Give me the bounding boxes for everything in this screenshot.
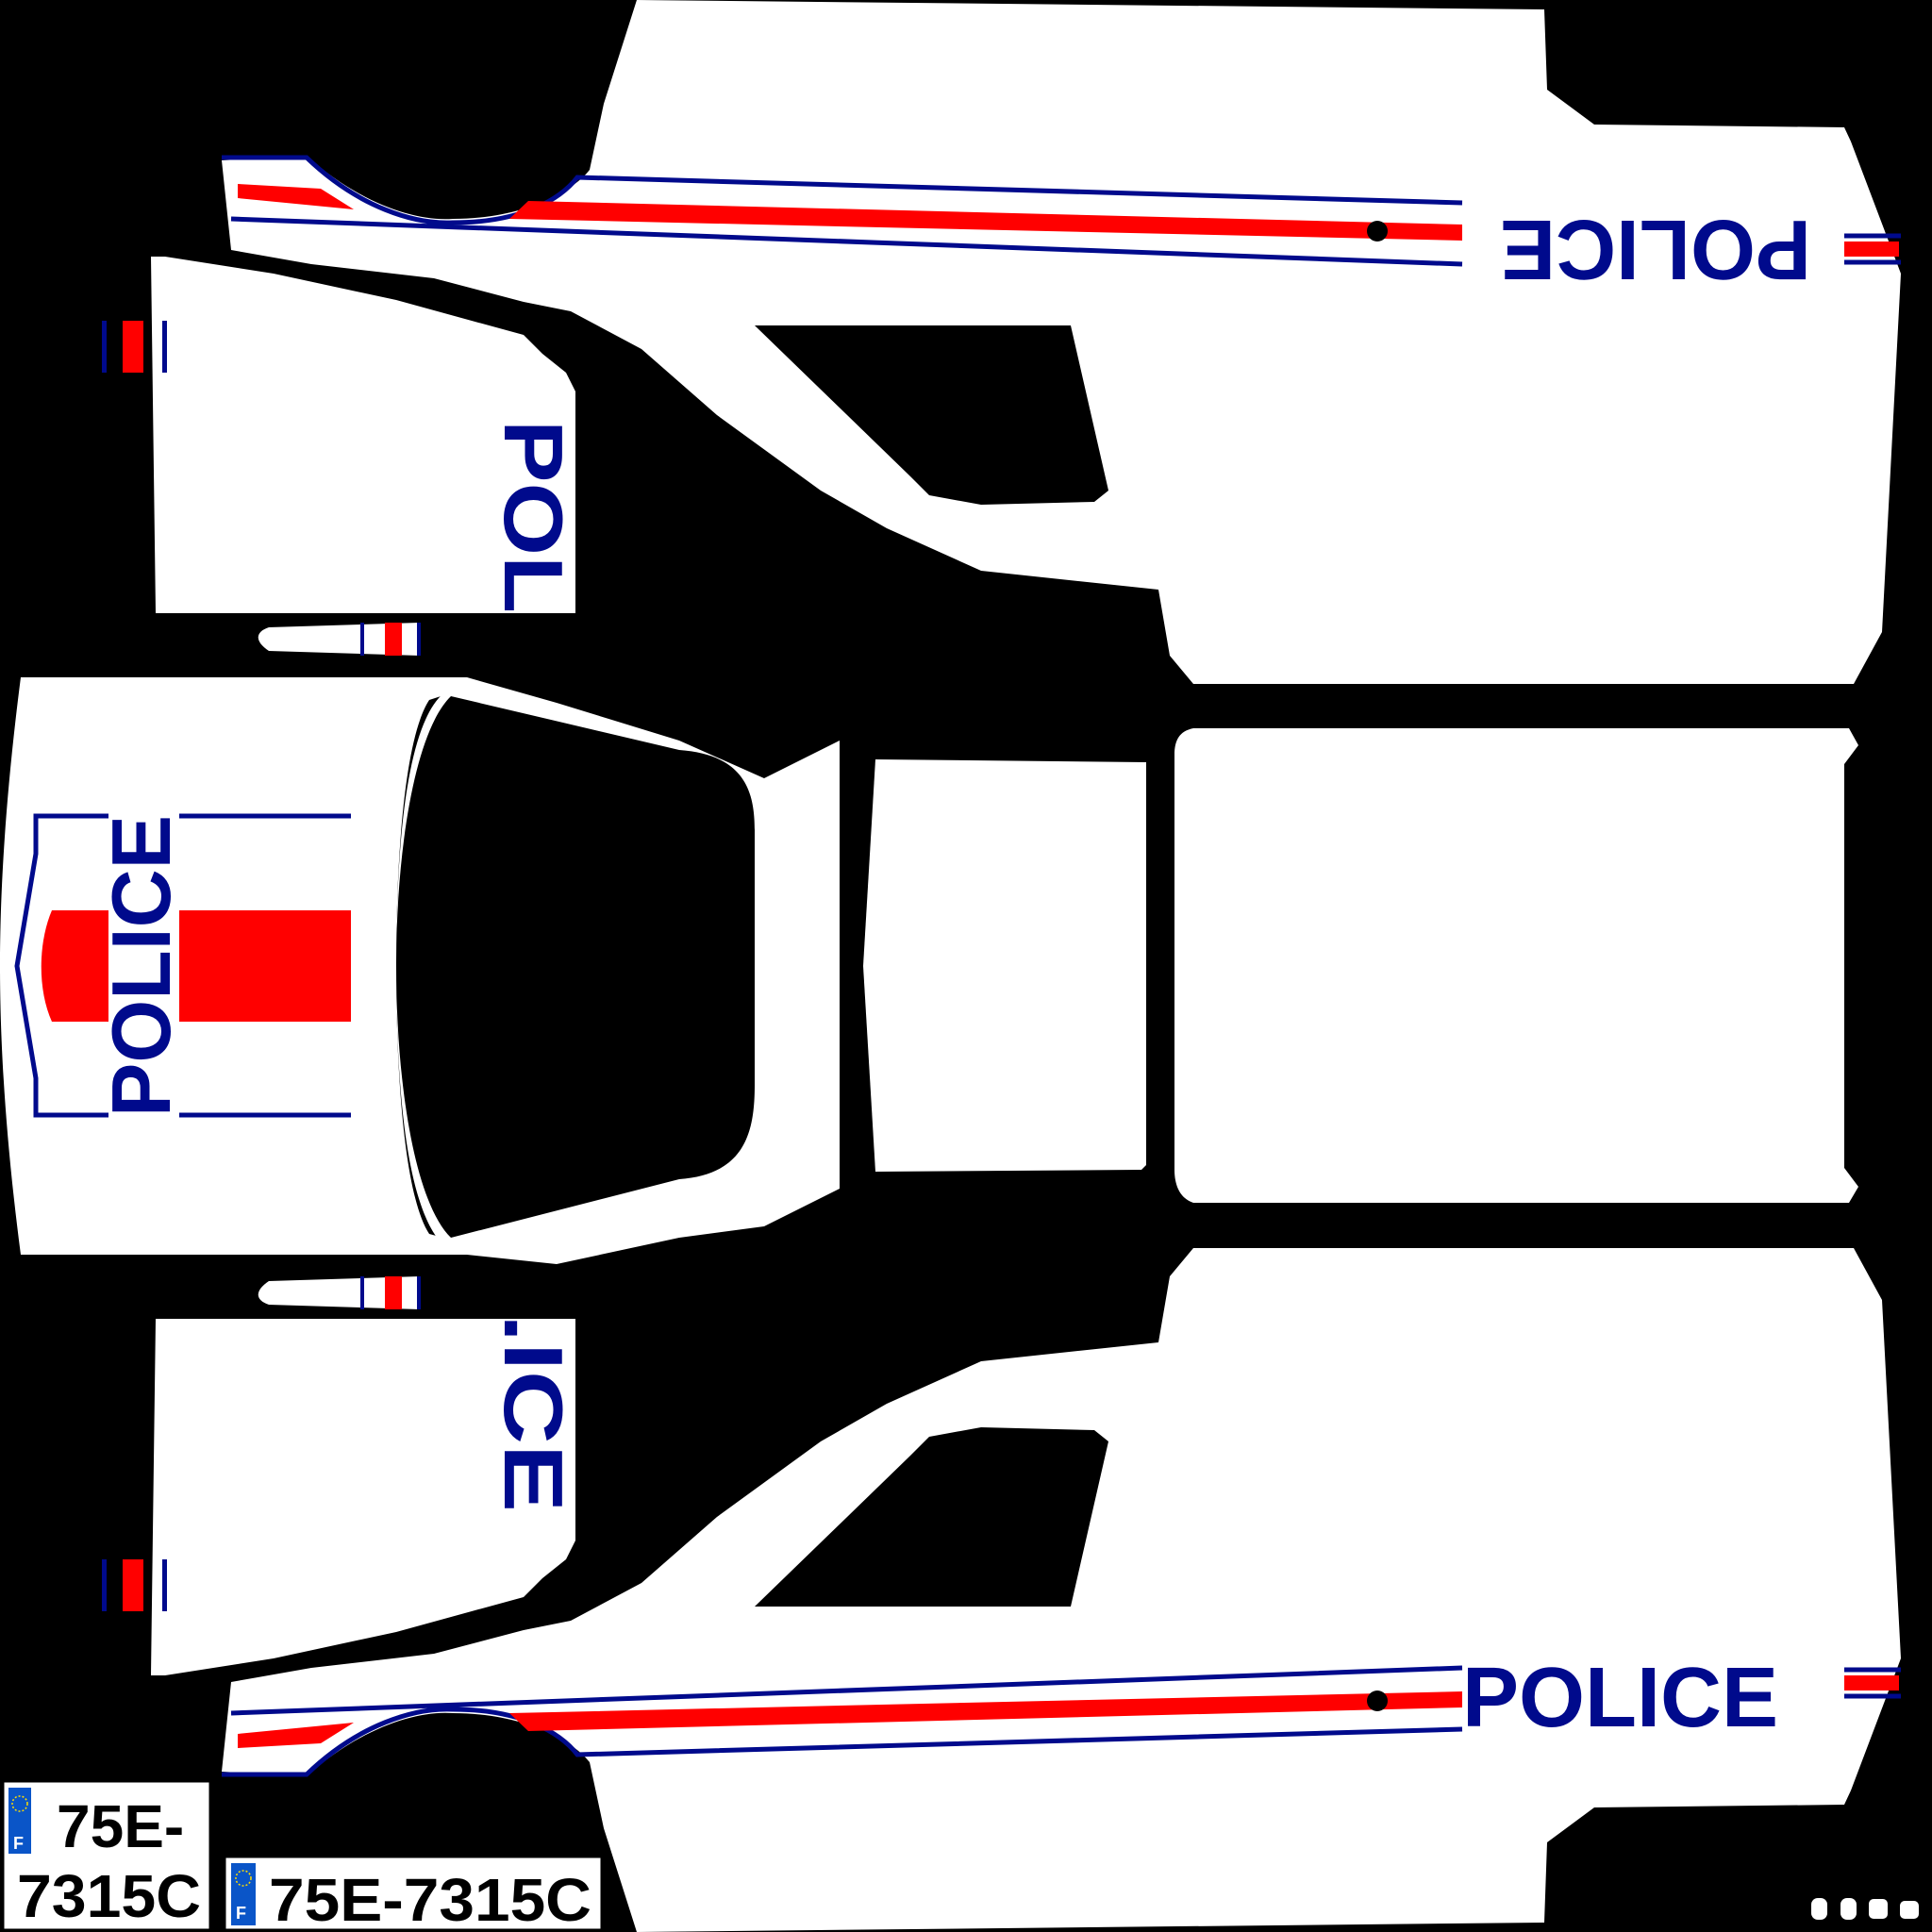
country-code: F — [13, 1834, 24, 1853]
plate-long-text: 75E-7315C — [269, 1866, 591, 1932]
side-top-police-text: POLICE — [1500, 202, 1811, 296]
country-code: F — [236, 1904, 246, 1923]
small-light-pieces — [1811, 1898, 1919, 1920]
plate-line-1: 75E- — [57, 1792, 184, 1860]
license-plate-square: F 75E- 7315C — [1, 1779, 212, 1932]
roof-panel — [1174, 728, 1858, 1203]
side-panel-top — [102, 0, 1901, 684]
hood-blue-border — [14, 813, 351, 1118]
rear-window-panel — [863, 759, 1146, 1172]
plate-line-2: 7315C — [17, 1862, 201, 1930]
side-bottom-police-text: POLICE — [1462, 1651, 1778, 1745]
rear-door-text: .ICE — [487, 1314, 580, 1512]
hood-police-text: POLICE — [94, 815, 188, 1117]
front-door-text: POL — [487, 420, 580, 613]
license-plate-long: F 75E-7315C — [223, 1855, 604, 1932]
